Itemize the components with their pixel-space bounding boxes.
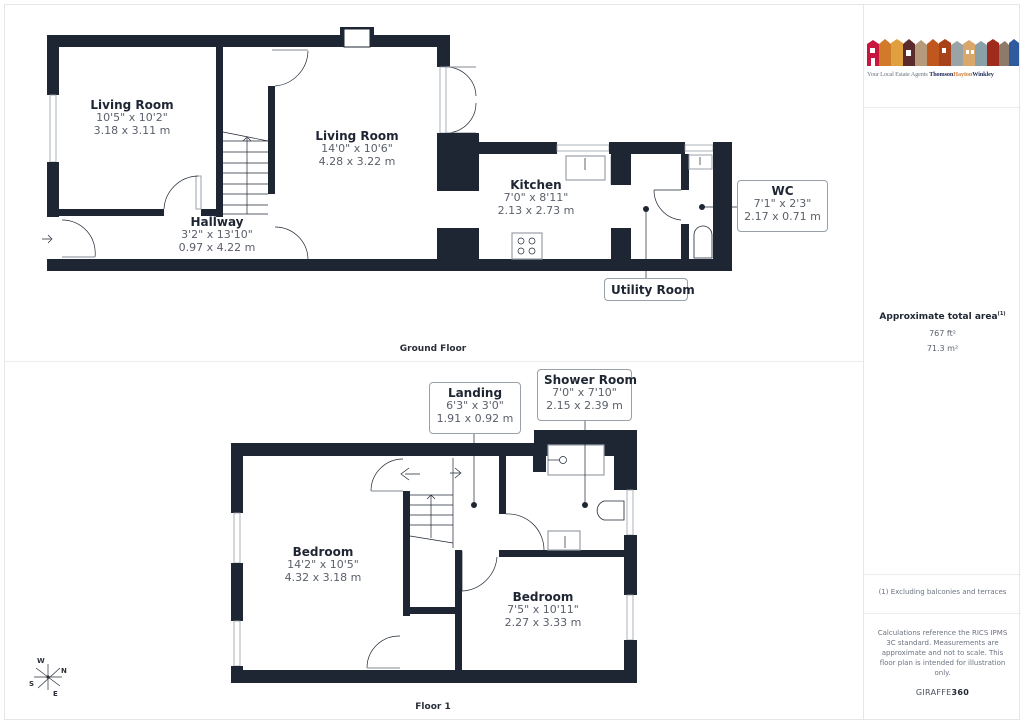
room-name: Shower Room <box>544 373 637 387</box>
agency-logo: Your Local Estate Agents ThomsonHaytonWi… <box>867 36 1019 78</box>
floor-divider <box>4 361 863 362</box>
room-dim-imperial: 6'3" x 3'0" <box>446 399 504 413</box>
callout-landing: Landing 6'3" x 3'0" 1.91 x 0.92 m <box>429 382 521 434</box>
callout-utility-room: Utility Room <box>604 278 695 301</box>
room-label-living-room-1: Living Room 10'5" x 10'2" 3.18 x 3.11 m <box>90 98 173 138</box>
floor-title-first: Floor 1 <box>415 702 451 712</box>
ground-floor-walls <box>42 27 738 278</box>
room-name: Bedroom <box>512 590 574 604</box>
room-dim-imperial: 14'0" x 10'6" <box>321 142 393 156</box>
room-dim-metric: 2.17 x 0.71 m <box>744 210 821 224</box>
logo-tagline: Your Local Estate Agents ThomsonHaytonWi… <box>867 71 994 78</box>
compass-w: W <box>37 657 45 665</box>
compass-n: N <box>61 667 67 675</box>
room-dim-metric: 4.28 x 3.22 m <box>318 155 396 169</box>
room-dim-imperial: 7'1" x 2'3" <box>753 197 812 211</box>
room-name: Landing <box>447 386 503 400</box>
compass-rose-icon <box>34 664 62 690</box>
room-dim-imperial: 7'0" x 8'11" <box>503 191 569 205</box>
disclaimer: Calculations reference the RICS IPMS 3C … <box>877 629 1008 677</box>
room-dim-metric: 4.32 x 3.18 m <box>284 571 362 585</box>
compass-e: E <box>53 690 58 698</box>
room-dim-imperial: 3'2" x 13'10" <box>181 228 253 242</box>
room-dim-metric: 2.15 x 2.39 m <box>546 399 623 413</box>
room-name: WC <box>771 184 794 198</box>
room-dim-metric: 1.91 x 0.92 m <box>436 412 514 426</box>
total-area-imperial: 767 ft² <box>929 329 956 338</box>
room-name: Living Room <box>315 129 399 143</box>
first-floor-walls <box>231 418 637 683</box>
room-dim-metric: 3.18 x 3.11 m <box>93 124 171 138</box>
compass: W N S E <box>26 656 76 700</box>
stairs-ground <box>222 131 269 215</box>
room-label-kitchen: Kitchen 7'0" x 8'11" 2.13 x 2.73 m <box>498 178 575 218</box>
callout-wc: WC 7'1" x 2'3" 2.17 x 0.71 m <box>737 180 828 232</box>
room-dim-metric: 0.97 x 4.22 m <box>178 241 256 255</box>
sidebar-separator <box>864 613 1021 614</box>
room-dim-metric: 2.27 x 3.33 m <box>504 616 582 630</box>
total-area-metric: 71.3 m² <box>926 344 959 353</box>
room-name: Living Room <box>90 98 174 112</box>
room-label-bedroom-2: Bedroom 7'5" x 10'11" 2.27 x 3.33 m <box>505 590 582 630</box>
houses-logo-icon <box>867 39 1019 66</box>
room-dim-imperial: 7'5" x 10'11" <box>507 603 579 617</box>
page-frame <box>4 4 1020 720</box>
total-area-title: Approximate total area(1) <box>879 311 1006 322</box>
info-sidebar: Your Local Estate Agents ThomsonHaytonWi… <box>863 4 1021 720</box>
room-label-bedroom-1: Bedroom 14'2" x 10'5" 4.32 x 3.18 m <box>285 545 362 585</box>
room-label-living-room-2: Living Room 14'0" x 10'6" 4.28 x 3.22 m <box>315 129 398 169</box>
callout-shower-room: Shower Room 7'0" x 7'10" 2.15 x 2.39 m <box>537 369 637 421</box>
stairs-first <box>409 458 454 548</box>
room-name: Kitchen <box>510 178 562 192</box>
room-name: Bedroom <box>292 545 354 559</box>
room-label-hallway: Hallway 3'2" x 13'10" 0.97 x 4.22 m <box>179 215 256 255</box>
floor-title-ground: Ground Floor <box>399 344 467 354</box>
sidebar-separator <box>864 107 1021 108</box>
floor-plan-drawing: .w { fill: #1f2633; } .ln { stroke: #1f2… <box>42 27 738 683</box>
compass-s: S <box>29 680 35 688</box>
giraffe360-brand: GIRAFFE360 <box>915 688 970 697</box>
room-dim-imperial: 10'5" x 10'2" <box>96 111 168 125</box>
room-dim-imperial: 7'0" x 7'10" <box>552 386 617 400</box>
room-dim-imperial: 14'2" x 10'5" <box>287 558 359 572</box>
footnote-excluding: (1) Excluding balconies and terraces <box>878 588 1007 596</box>
sidebar-separator <box>864 574 1021 575</box>
room-name: Utility Room <box>611 283 695 297</box>
room-dim-metric: 2.13 x 2.73 m <box>497 204 575 218</box>
room-name: Hallway <box>190 215 244 229</box>
